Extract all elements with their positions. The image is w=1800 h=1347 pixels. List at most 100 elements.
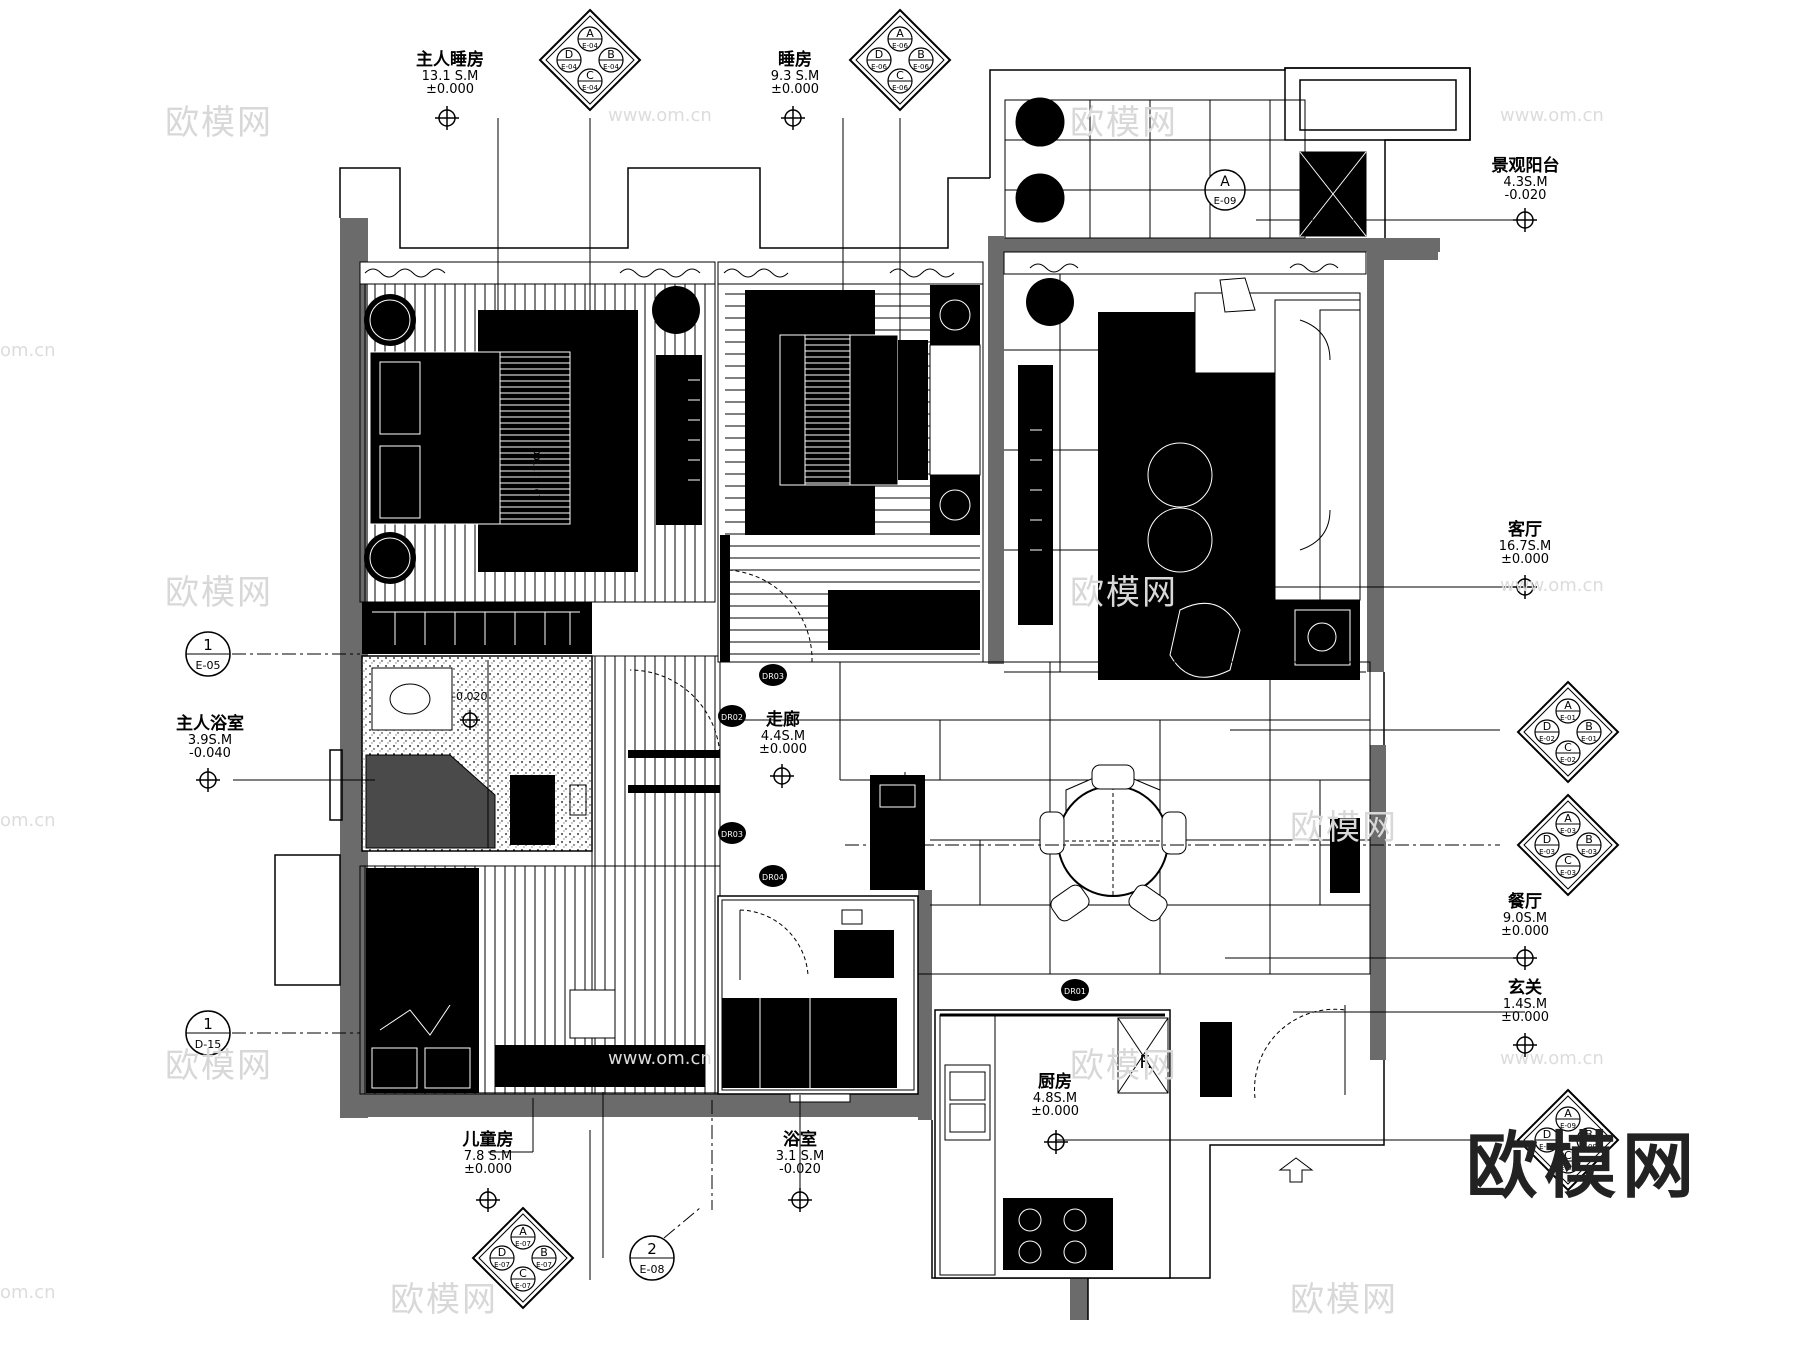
watermark-url: om.cn — [0, 340, 56, 361]
bathroom — [717, 895, 919, 1103]
elevation-ref: E-04 — [582, 42, 598, 50]
elevation-ref: E-06 — [871, 63, 887, 71]
room-label-kids-room: 儿童房 7.8 S.M ±0.000 — [443, 1130, 533, 1178]
elevation-letter: D — [1543, 833, 1551, 846]
room-area: 9.3 S.M — [770, 68, 820, 84]
master-bedroom: 1980x1700 — [359, 261, 716, 603]
room-label-corridor: 走廊 4.4S.M ±0.000 — [738, 710, 828, 758]
elevation-letter: A — [519, 1225, 527, 1238]
elevation-ref: E-06 — [892, 42, 908, 50]
section-1-ref: E-05 — [196, 659, 221, 672]
watermark: 欧模网 — [165, 573, 273, 613]
watermark: 欧模网 — [1070, 573, 1178, 613]
watermark: 欧模网 — [165, 103, 273, 143]
elevation-ref: E-06 — [913, 63, 929, 71]
room-elev: ±0.000 — [758, 742, 808, 758]
elevation-letter: D — [565, 48, 573, 61]
elevation-letter: C — [1564, 854, 1572, 867]
elevation-ref: E-09 — [1539, 1143, 1555, 1151]
watermark-url: www.om.cn — [608, 105, 712, 126]
room-name: 景观阳台 — [1491, 156, 1560, 176]
bath-elev-note: -0.020 — [452, 690, 487, 703]
elevation-letter: B — [607, 48, 615, 61]
watermark-url: om.cn — [0, 810, 56, 831]
door-tag-4: DR04 — [762, 873, 784, 882]
elevation-ref: E-07 — [536, 1261, 552, 1269]
room-name: 主人睡房 — [416, 50, 484, 70]
watermark: 欧模网 — [1070, 103, 1178, 143]
dining-area — [719, 661, 1371, 975]
room-area: 4.4S.M — [760, 728, 806, 744]
section-marker: A E-09 — [1204, 169, 1246, 211]
room-name: 儿童房 — [462, 1130, 514, 1150]
room-name: 走廊 — [766, 710, 800, 730]
room-label-foyer: 玄关 1.4S.M ±0.000 — [1480, 978, 1570, 1026]
section-4-num: A — [1220, 174, 1230, 190]
master-bed-size: 1980x1700 — [533, 449, 543, 500]
watermark: 欧模网 — [1070, 1046, 1178, 1086]
room-elev: ±0.000 — [770, 82, 820, 98]
watermark-url: om.cn — [0, 1282, 56, 1303]
watermark-url: www.om.cn — [608, 1048, 712, 1069]
elevation-letter: A — [1564, 1107, 1572, 1120]
elevation-letter: C — [586, 69, 594, 82]
elevation-ref: E-02 — [1560, 756, 1576, 764]
room-area: 9.0S.M — [1502, 910, 1548, 926]
room-area: 4.3S.M — [1503, 174, 1548, 190]
elevation-letter: A — [896, 27, 904, 40]
door-tag: DR03 — [718, 822, 746, 844]
elevation-ref: E-04 — [561, 63, 577, 71]
door-tag: DR02 — [718, 705, 746, 727]
bedroom: 1980x1400 — [717, 261, 984, 663]
elevation-letter: C — [896, 69, 904, 82]
elevation-ref: E-07 — [515, 1240, 531, 1248]
elevation-ref: E-01 — [1581, 735, 1597, 743]
brand-logo: 欧模网 — [1465, 1124, 1700, 1208]
room-name: 客厅 — [1508, 520, 1542, 540]
room-label-dining: 餐厅 9.0S.M ±0.000 — [1480, 892, 1570, 940]
room-elev: ±0.000 — [1500, 924, 1550, 940]
room-area: 16.7S.M — [1498, 538, 1552, 554]
room-area: 1.4S.M — [1502, 996, 1548, 1012]
kitchen: F. — [934, 1005, 1346, 1279]
watermark-url: www.om.cn — [1500, 575, 1604, 596]
elevation-letter: D — [1543, 1128, 1551, 1141]
level-markers — [196, 106, 1537, 1212]
section-3-num: 2 — [647, 1240, 657, 1258]
fridge-label: F. — [1139, 1052, 1152, 1073]
section-2-ref: D-15 — [195, 1038, 221, 1051]
room-area: 3.1 S.M — [775, 1148, 825, 1164]
section-1-num: 1 — [203, 636, 213, 654]
master-bath: -0.020 — [361, 655, 593, 852]
elevation-ref: E-09 — [1560, 1164, 1576, 1172]
elevation-letter: D — [1543, 720, 1551, 733]
elevation-letter: D — [498, 1246, 506, 1259]
elevation-ref: E-03 — [1560, 869, 1576, 877]
room-elev: ±0.000 — [463, 1162, 513, 1178]
room-name: 玄关 — [1508, 978, 1542, 998]
room-label-living: 客厅 16.7S.M ±0.000 — [1480, 520, 1570, 567]
dash-lines — [232, 653, 1500, 1239]
door-tag-3: DR03 — [721, 830, 743, 839]
elevation-letter: B — [1585, 1128, 1593, 1141]
elevation-ref: E-04 — [603, 63, 619, 71]
section-marker: 2 E-08 — [629, 1235, 675, 1281]
room-label-master-bedroom: 主人睡房 13.1 S.M ±0.000 — [405, 50, 495, 97]
elevation-letter: A — [1564, 699, 1572, 712]
living-room — [1003, 251, 1367, 680]
room-name: 餐厅 — [1508, 892, 1542, 912]
room-elev: ±0.000 — [1500, 1010, 1550, 1026]
bedroom-bed-size: 1980x1400 — [786, 409, 796, 460]
room-area: 7.8 S.M — [463, 1148, 513, 1164]
watermark: 欧模网 — [1290, 808, 1398, 848]
door-tag-5: DR01 — [1064, 987, 1086, 996]
section-marker: 1 D-15 — [185, 1010, 231, 1056]
room-area: 4.8S.M — [1032, 1090, 1078, 1106]
room-label-bedroom: 睡房 9.3 S.M ±0.000 — [750, 51, 840, 98]
door-tag: DR03 — [759, 664, 787, 686]
elevation-markers: AE-04DE-04BE-04CE-04AE-06DE-06BE-06CE-06… — [471, 8, 1620, 1310]
section-2-num: 1 — [203, 1015, 213, 1033]
